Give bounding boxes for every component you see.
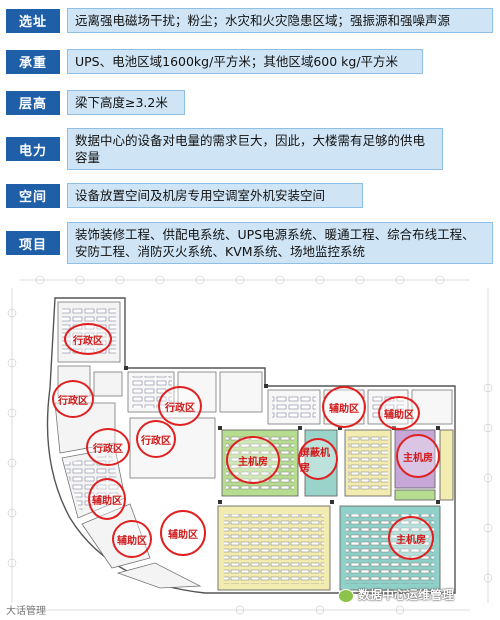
req-row-height: 层高 梁下高度≥3.2米 xyxy=(6,90,185,115)
req-text: 梁下高度≥3.2米 xyxy=(67,90,185,115)
watermark-right: 数据中心运维管理 xyxy=(338,586,454,603)
req-text: 装饰装修工程、供配电系统、UPS电源系统、暖通工程、综合布线工程、安防工程、消防… xyxy=(67,222,493,264)
req-text: UPS、电池区域1600kg/平方米；其他区域600 kg/平方米 xyxy=(67,49,423,74)
zone-stamp: 辅助区 xyxy=(322,386,366,428)
floor-plan: 行政区 行政区 行政区 行政区 辅助区 辅助区 辅助区 辅助区 主机房 屏蔽机房… xyxy=(0,268,500,620)
req-tag: 层高 xyxy=(6,90,60,115)
zone-stamp: 行政区 xyxy=(136,420,176,458)
req-tag: 选址 xyxy=(6,8,60,33)
zone-stamp: 主机房 xyxy=(226,436,280,484)
req-text: 设备放置空间及机房专用空调室外机安装空间 xyxy=(67,183,363,208)
requirements-panel: 选址 远离强电磁场干扰；粉尘；水灾和火灾隐患区域；强振源和强噪声源 承重 UPS… xyxy=(0,0,500,268)
req-tag: 电力 xyxy=(6,137,60,161)
zone-stamp: 主机房 xyxy=(396,434,440,478)
zone-stamp: 主机房 xyxy=(388,516,434,560)
axis-grid xyxy=(7,275,493,615)
req-row-project: 项目 装饰装修工程、供配电系统、UPS电源系统、暖通工程、综合布线工程、安防工程… xyxy=(6,222,493,264)
req-row-space: 空间 设备放置空间及机房专用空调室外机安装空间 xyxy=(6,183,363,208)
zone-stamp: 辅助区 xyxy=(378,396,420,430)
req-tag: 承重 xyxy=(6,49,60,74)
req-tag: 空间 xyxy=(6,183,60,208)
zone-stamp: 屏蔽机房 xyxy=(298,438,338,480)
req-tag: 项目 xyxy=(6,231,60,255)
building-outline xyxy=(46,297,456,594)
zone-stamp: 行政区 xyxy=(52,380,94,418)
req-row-location: 选址 远离强电磁场干扰；粉尘；水灾和火灾隐患区域；强振源和强噪声源 xyxy=(6,8,493,33)
watermark-left: 大话管理 xyxy=(6,602,46,617)
watermark-text: 大话管理 xyxy=(6,606,46,617)
zone-stamp: 行政区 xyxy=(64,323,112,355)
zone-stamp: 行政区 xyxy=(158,386,202,426)
zone-stamp: 行政区 xyxy=(86,428,130,466)
rack-rows xyxy=(224,436,434,584)
watermark-text: 数据中心运维管理 xyxy=(358,588,455,602)
zone-stamp: 辅助区 xyxy=(88,478,126,520)
req-text: 远离强电磁场干扰；粉尘；水灾和火灾隐患区域；强振源和强噪声源 xyxy=(67,8,493,33)
zone-stamp: 辅助区 xyxy=(112,520,152,558)
zone-stamp: 辅助区 xyxy=(160,510,206,556)
req-row-load: 承重 UPS、电池区域1600kg/平方米；其他区域600 kg/平方米 xyxy=(6,49,423,74)
req-text: 数据中心的设备对电量的需求巨大，因此，大楼需有足够的供电容量 xyxy=(67,128,443,170)
req-row-power: 电力 数据中心的设备对电量的需求巨大，因此，大楼需有足够的供电容量 xyxy=(6,128,443,170)
wechat-icon xyxy=(338,588,354,603)
